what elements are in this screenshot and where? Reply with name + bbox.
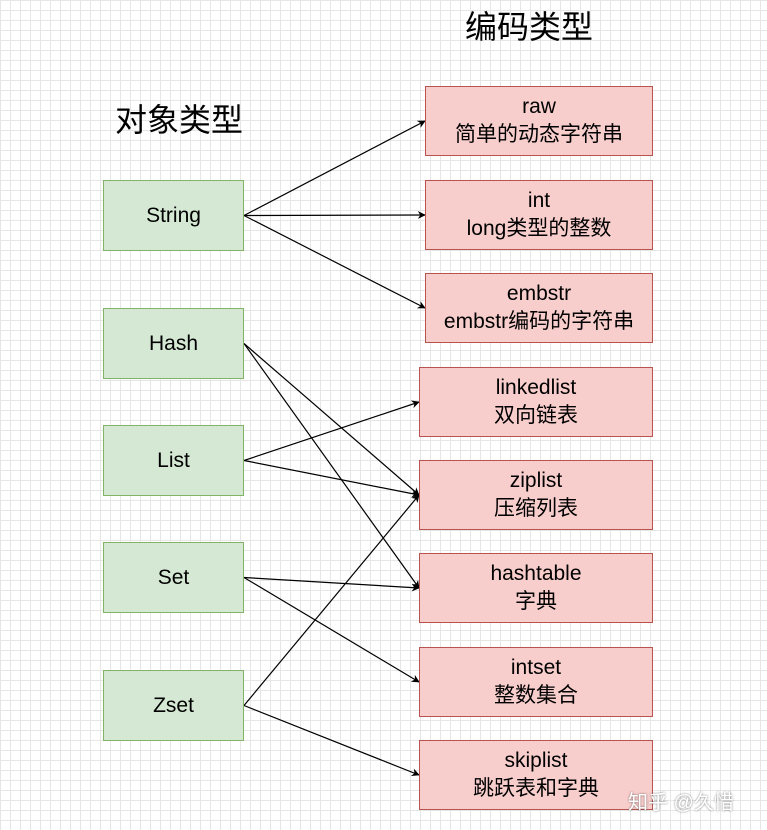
encoding-name: hashtable xyxy=(490,562,582,585)
encoding-name: ziplist xyxy=(509,469,563,492)
object-node-set[interactable]: Set xyxy=(103,542,244,613)
encoding-node-hashtable[interactable]: hashtable 字典 xyxy=(419,553,653,623)
encoding-name: int xyxy=(527,189,551,212)
object-label: Zset xyxy=(153,693,194,717)
encoding-node-ziplist[interactable]: ziplist 压缩列表 xyxy=(419,460,653,530)
encoding-name: embstr xyxy=(506,282,572,305)
edge-hash-to-hashtable xyxy=(243,343,420,589)
object-label: String xyxy=(146,203,201,227)
object-node-string[interactable]: String xyxy=(103,180,244,251)
object-node-hash[interactable]: Hash xyxy=(103,308,244,379)
edge-zset-to-skiplist xyxy=(243,704,420,777)
encoding-node-skiplist[interactable]: skiplist 跳跃表和字典 xyxy=(419,740,653,810)
edge-hash-to-ziplist xyxy=(243,343,420,496)
object-label: List xyxy=(157,448,190,472)
edge-string-to-raw xyxy=(243,120,426,217)
encoding-node-intset[interactable]: intset 整数集合 xyxy=(419,647,653,717)
edge-list-to-ziplist xyxy=(243,459,420,498)
encoding-description: 跳跃表和字典 xyxy=(473,777,599,800)
encoding-description: 压缩列表 xyxy=(494,497,578,520)
edge-zset-to-ziplist xyxy=(243,494,420,706)
edge-string-to-embstr xyxy=(243,214,426,309)
object-node-zset[interactable]: Zset xyxy=(103,670,244,741)
zhihu-watermark: 知乎 @久惜 xyxy=(628,792,734,814)
edge-set-to-intset xyxy=(243,576,420,683)
edge-string-to-int xyxy=(243,211,426,220)
encoding-name: linkedlist xyxy=(495,376,577,399)
encoding-name: raw xyxy=(522,95,556,118)
object-label: Hash xyxy=(148,331,199,355)
encoding-name: intset xyxy=(510,656,562,679)
encoding-description: 字典 xyxy=(515,590,557,613)
encoding-description: 整数集合 xyxy=(494,684,578,707)
encoding-type-heading: 编码类型 xyxy=(465,9,594,45)
encoding-node-raw[interactable]: raw 简单的动态字符串 xyxy=(425,86,653,156)
object-type-heading: 对象类型 xyxy=(115,102,244,138)
encoding-description: long类型的整数 xyxy=(466,217,612,240)
edge-set-to-hashtable xyxy=(243,576,420,592)
encoding-description: embstr编码的字符串 xyxy=(443,310,635,333)
encoding-node-embstr[interactable]: embstr embstr编码的字符串 xyxy=(425,273,653,343)
object-node-list[interactable]: List xyxy=(103,425,244,496)
encoding-description: 简单的动态字符串 xyxy=(455,123,623,146)
object-label: Set xyxy=(157,565,190,589)
encoding-node-linkedlist[interactable]: linkedlist 双向链表 xyxy=(419,367,653,437)
encoding-name: skiplist xyxy=(504,749,568,772)
edge-list-to-linkedlist xyxy=(243,400,420,462)
encoding-node-int[interactable]: int long类型的整数 xyxy=(425,180,653,250)
encoding-description: 双向链表 xyxy=(494,404,578,427)
